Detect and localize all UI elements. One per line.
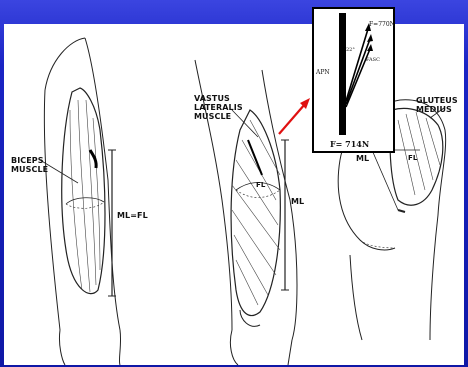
ml-fl-label: ML=FL (117, 211, 148, 220)
fl-middle-label: FL (256, 181, 265, 190)
angle-label: 22° (346, 47, 355, 53)
fasc-label: FASC (366, 57, 380, 63)
red-pointer-arrow (279, 98, 310, 134)
force-bottom-label: F= 714N (330, 139, 369, 149)
gluteus-medius-label: GLUTEUS MEDIUS (416, 96, 458, 114)
force-vector-diagram (314, 9, 393, 151)
vastus-lateralis-label: VASTUS LATERALIS MUSCLE (194, 94, 243, 121)
fl-right-label: FL (408, 154, 417, 163)
apn-label: APN (316, 69, 330, 76)
ml-right-label: ML (356, 154, 369, 163)
biceps-muscle-label: BICEPS MUSCLE (11, 156, 48, 174)
figure-panel: BICEPS MUSCLE ML=FL VASTUS LATERALIS MUS… (4, 24, 464, 365)
ml-middle-label: ML (291, 197, 304, 206)
muscle-illustration (4, 24, 464, 365)
arm-outline (45, 38, 85, 90)
force-top-label: F=770N (369, 21, 395, 28)
force-inset: F=770N 22° FASC APN F= 714N (312, 7, 395, 153)
